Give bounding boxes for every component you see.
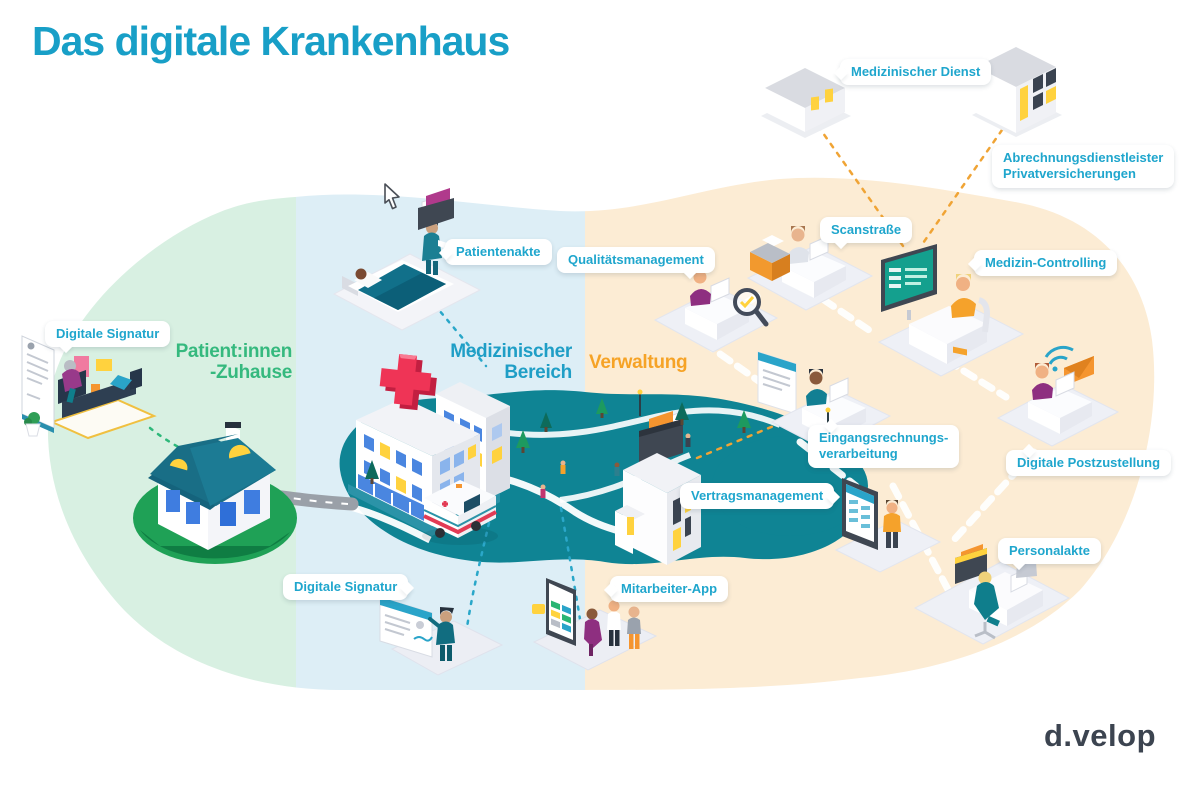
signature-document-icon — [379, 596, 433, 658]
dashboard-scene — [834, 478, 942, 573]
wifi-icon — [1044, 345, 1074, 372]
callout-medizinischer-dienst: Medizinischer Dienst — [840, 59, 992, 86]
callout-digitale-signatur-home: Digitale Signatur — [45, 321, 171, 348]
ambulance — [422, 480, 498, 545]
dashboard-board-icon — [842, 478, 878, 550]
callout-qualitaetsmanagement: Qualitätsmanagement — [557, 247, 715, 274]
scanstrasse-scene — [746, 226, 874, 311]
scanner-icon — [750, 235, 790, 281]
hospital-cross-icon — [379, 353, 437, 411]
zone-label-medical-area: Medizinischer Bereich — [450, 341, 572, 384]
callout-medizin-controlling: Medizin-Controlling — [974, 250, 1118, 277]
abrechnungsdienstleister-building — [972, 47, 1062, 137]
callout-scanstrasse: Scanstraße — [820, 217, 913, 244]
magnifier-check-icon — [733, 288, 769, 327]
postzustellung-scene — [996, 345, 1120, 447]
medizinischer-dienst-building — [761, 68, 851, 138]
callout-vertragsmanagement: Vertragsmanagement — [680, 483, 835, 510]
patient-bed-scene — [332, 188, 482, 331]
medizin-controlling-scene — [877, 244, 1025, 377]
qualitaetsmanagement-scene — [653, 267, 779, 353]
callout-mitarbeiter-app: Mitarbeiter-App — [610, 576, 729, 603]
mouse-cursor-icon — [383, 183, 405, 218]
patient-house — [133, 422, 297, 564]
callout-digitale-signatur-medizin: Digitale Signatur — [283, 574, 409, 601]
callout-abrechnungsdienstleister: Abrechnungsdienstleister Privatversicher… — [992, 145, 1175, 188]
dvelop-logo: d.velop — [1044, 718, 1157, 753]
contract-folder-icon — [639, 411, 683, 467]
callout-digitale-postzustellung: Digitale Postzustellung — [1006, 450, 1172, 477]
mitarbeiter-app-scene — [532, 578, 658, 671]
house-plant-icon — [24, 412, 41, 437]
page-title: Das digitale Krankenhaus — [32, 18, 510, 64]
zone-label-patients-home: Patient:innen -Zuhause — [175, 341, 293, 384]
tiny-people — [540, 433, 691, 498]
employee-app-phone-icon — [532, 578, 576, 646]
controlling-monitor-icon — [881, 244, 937, 320]
landscape-details — [365, 389, 831, 498]
patient-file-folder-icon — [418, 188, 454, 230]
personnel-folder-icon — [955, 544, 987, 584]
callout-eingangsrechnungsverarbeitung: Eingangsrechnungs- verarbeitung — [808, 425, 960, 468]
home-signature-scene — [21, 335, 157, 440]
callout-patientenakte: Patientenakte — [445, 239, 552, 266]
administration-building — [615, 411, 701, 565]
signature-screen-scene — [379, 596, 504, 676]
zone-label-administration: Verwaltung — [589, 352, 688, 373]
invoice-document-icon — [757, 351, 797, 415]
callout-personalakte: Personalakte — [998, 538, 1101, 565]
zone-home-area — [47, 177, 296, 690]
